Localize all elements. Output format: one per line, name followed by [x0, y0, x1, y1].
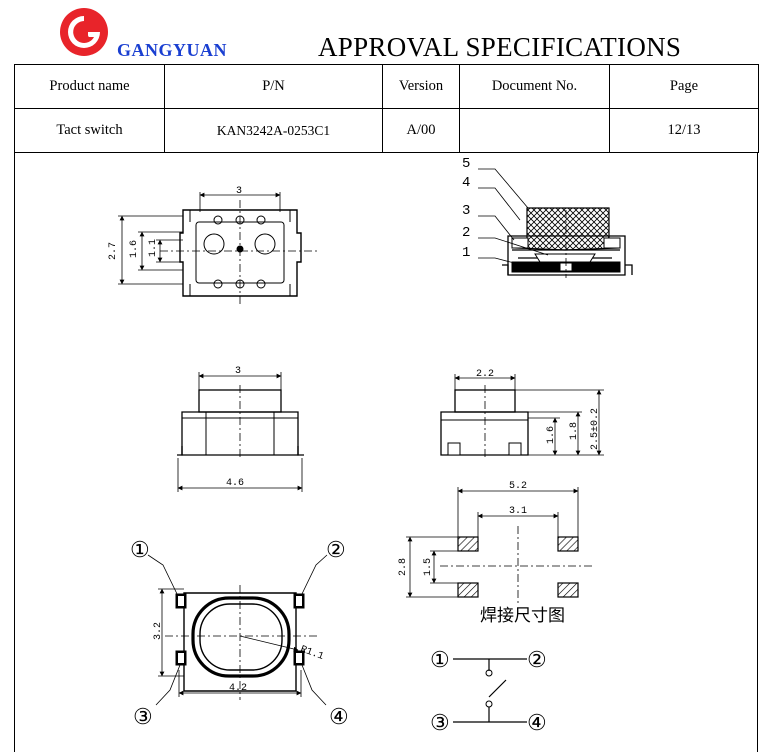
document-title: APPROVAL SPECIFICATIONS	[318, 32, 682, 62]
side-top-width-label: 2.2	[476, 369, 494, 380]
header: GANGYUAN APPROVAL SPECIFICATIONS	[0, 0, 772, 62]
section-label-2: 2	[462, 225, 470, 241]
top-height-outer-label: 2.7	[108, 242, 119, 260]
bottom-terminal-4: ④	[329, 706, 349, 731]
header-page: Page	[609, 64, 759, 109]
circuit-terminal-2: ②	[527, 649, 547, 674]
front-view	[177, 372, 304, 492]
table-header-row: Product name P/N Version Document No. Pa…	[14, 64, 759, 109]
info-table: Product name P/N Version Document No. Pa…	[14, 64, 759, 153]
bottom-height-label: 3.2	[153, 622, 164, 640]
side-view	[440, 374, 604, 460]
value-version: A/00	[382, 108, 460, 153]
section-label-4: 4	[462, 175, 470, 191]
pad-inner-height-label: 1.5	[423, 558, 434, 576]
side-height-2-label: 1.8	[569, 422, 580, 440]
table-value-row: Tact switch KAN3242A-0253C1 A/00 12/13	[14, 108, 759, 153]
circuit-terminal-1: ①	[430, 649, 450, 674]
top-height-mid-label: 1.6	[129, 240, 140, 258]
header-pn: P/N	[164, 64, 383, 109]
top-view	[118, 192, 320, 305]
company-name: GANGYUAN	[117, 40, 227, 60]
pad-inner-width-label: 3.1	[509, 506, 527, 517]
header-product-name: Product name	[14, 64, 165, 109]
side-height-3-label: 2.5±0.2	[590, 408, 601, 450]
front-body-width-label: 4.6	[226, 478, 244, 489]
section-label-1: 1	[462, 245, 470, 261]
top-height-inner-label: 1.1	[148, 239, 159, 257]
header-document-no: Document No.	[459, 64, 610, 109]
top-width-label: 3	[236, 186, 242, 197]
side-height-1-label: 1.6	[546, 426, 557, 444]
section-label-3: 3	[462, 203, 470, 219]
bottom-terminal-1: ①	[130, 539, 150, 564]
circuit-terminal-3: ③	[430, 712, 450, 737]
section-view	[478, 168, 633, 278]
bottom-view	[147, 554, 328, 706]
circuit-terminal-4: ④	[527, 712, 547, 737]
circuit-symbol	[453, 658, 527, 723]
bottom-terminal-2: ②	[326, 539, 346, 564]
section-label-5: 5	[462, 156, 470, 172]
header-version: Version	[382, 64, 460, 109]
bottom-terminal-3: ③	[133, 706, 153, 731]
drawing-frame	[14, 152, 758, 752]
front-top-width-label: 3	[235, 366, 241, 377]
pad-outer-width-label: 5.2	[509, 481, 527, 492]
pad-layout	[406, 487, 595, 605]
pad-layout-caption: 焊接尺寸图	[480, 606, 565, 626]
bottom-width-label: 4.2	[229, 683, 247, 694]
pad-outer-height-label: 2.8	[398, 558, 409, 576]
gangyuan-logo-icon	[60, 8, 108, 56]
value-page: 12/13	[609, 108, 759, 153]
value-document-no	[459, 108, 610, 153]
